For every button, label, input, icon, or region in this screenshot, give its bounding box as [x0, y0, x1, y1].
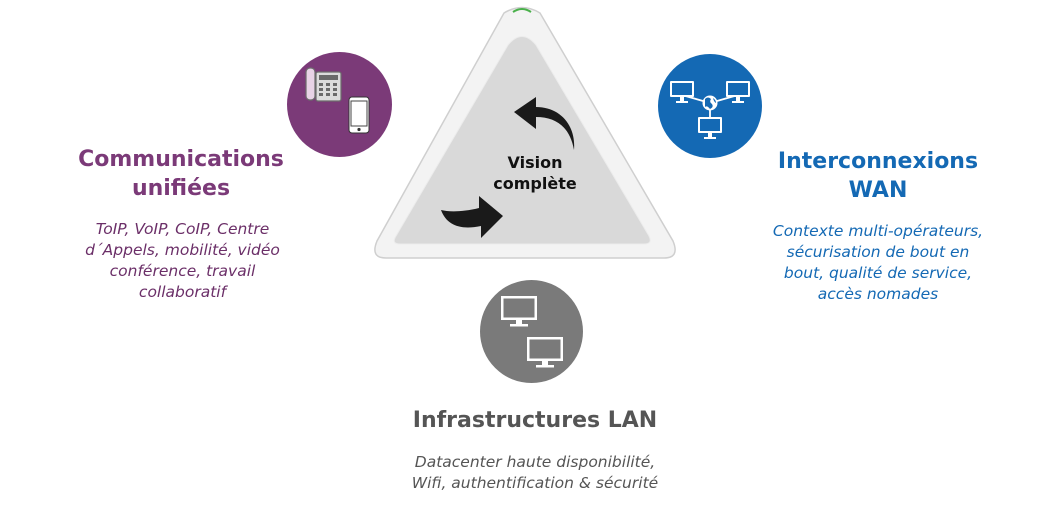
communications-desc-line2: d´Appels, mobilité, vidéo	[85, 241, 280, 259]
wan-title-line1: Interconnexions	[777, 149, 979, 174]
lan-desc-line2: Wifi, authentification & sécurité	[411, 474, 659, 492]
communications-title-line1: Communications	[78, 147, 284, 172]
lan-title-text: Infrastructures LAN	[412, 408, 658, 433]
communications-circle	[287, 52, 392, 157]
desk-phone-icon	[305, 67, 342, 102]
center-label: Vision complète	[455, 152, 615, 194]
center-label-line1: Vision	[507, 153, 563, 172]
smartphone-icon	[348, 96, 370, 134]
communications-desc-line4: collaboratif	[138, 283, 227, 301]
wan-description: Contexte multi-opérateurs, sécurisation …	[740, 221, 1016, 305]
network-icon	[670, 81, 750, 139]
wan-circle	[658, 54, 762, 158]
center-label-line2: complète	[493, 174, 577, 193]
wan-desc-line2: sécurisation de bout en	[786, 243, 970, 261]
communications-desc-line1: ToIP, VoIP, CoIP, Centre	[95, 220, 270, 238]
communications-desc-line3: conférence, travail	[109, 262, 256, 280]
wan-desc-line4: accès nomades	[817, 285, 939, 303]
wan-title-line2: WAN	[848, 178, 908, 203]
monitor-icon	[527, 337, 563, 368]
lan-title: Infrastructures LAN	[360, 406, 710, 435]
rotation-arrow-top	[514, 97, 575, 150]
communications-description: ToIP, VoIP, CoIP, Centre d´Appels, mobil…	[55, 219, 310, 303]
monitor-icon	[501, 296, 537, 327]
communications-title-line2: unifiées	[131, 176, 231, 201]
communications-title: Communications unifiées	[50, 145, 312, 203]
rotation-arrow-bottom	[441, 196, 503, 238]
wan-desc-line1: Contexte multi-opérateurs,	[772, 222, 984, 240]
wan-desc-line3: bout, qualité de service,	[783, 264, 973, 282]
lan-description: Datacenter haute disponibilité, Wifi, au…	[355, 452, 715, 494]
wan-title: Interconnexions WAN	[745, 147, 1011, 205]
lan-circle	[480, 280, 583, 383]
lan-desc-line1: Datacenter haute disponibilité,	[414, 453, 656, 471]
